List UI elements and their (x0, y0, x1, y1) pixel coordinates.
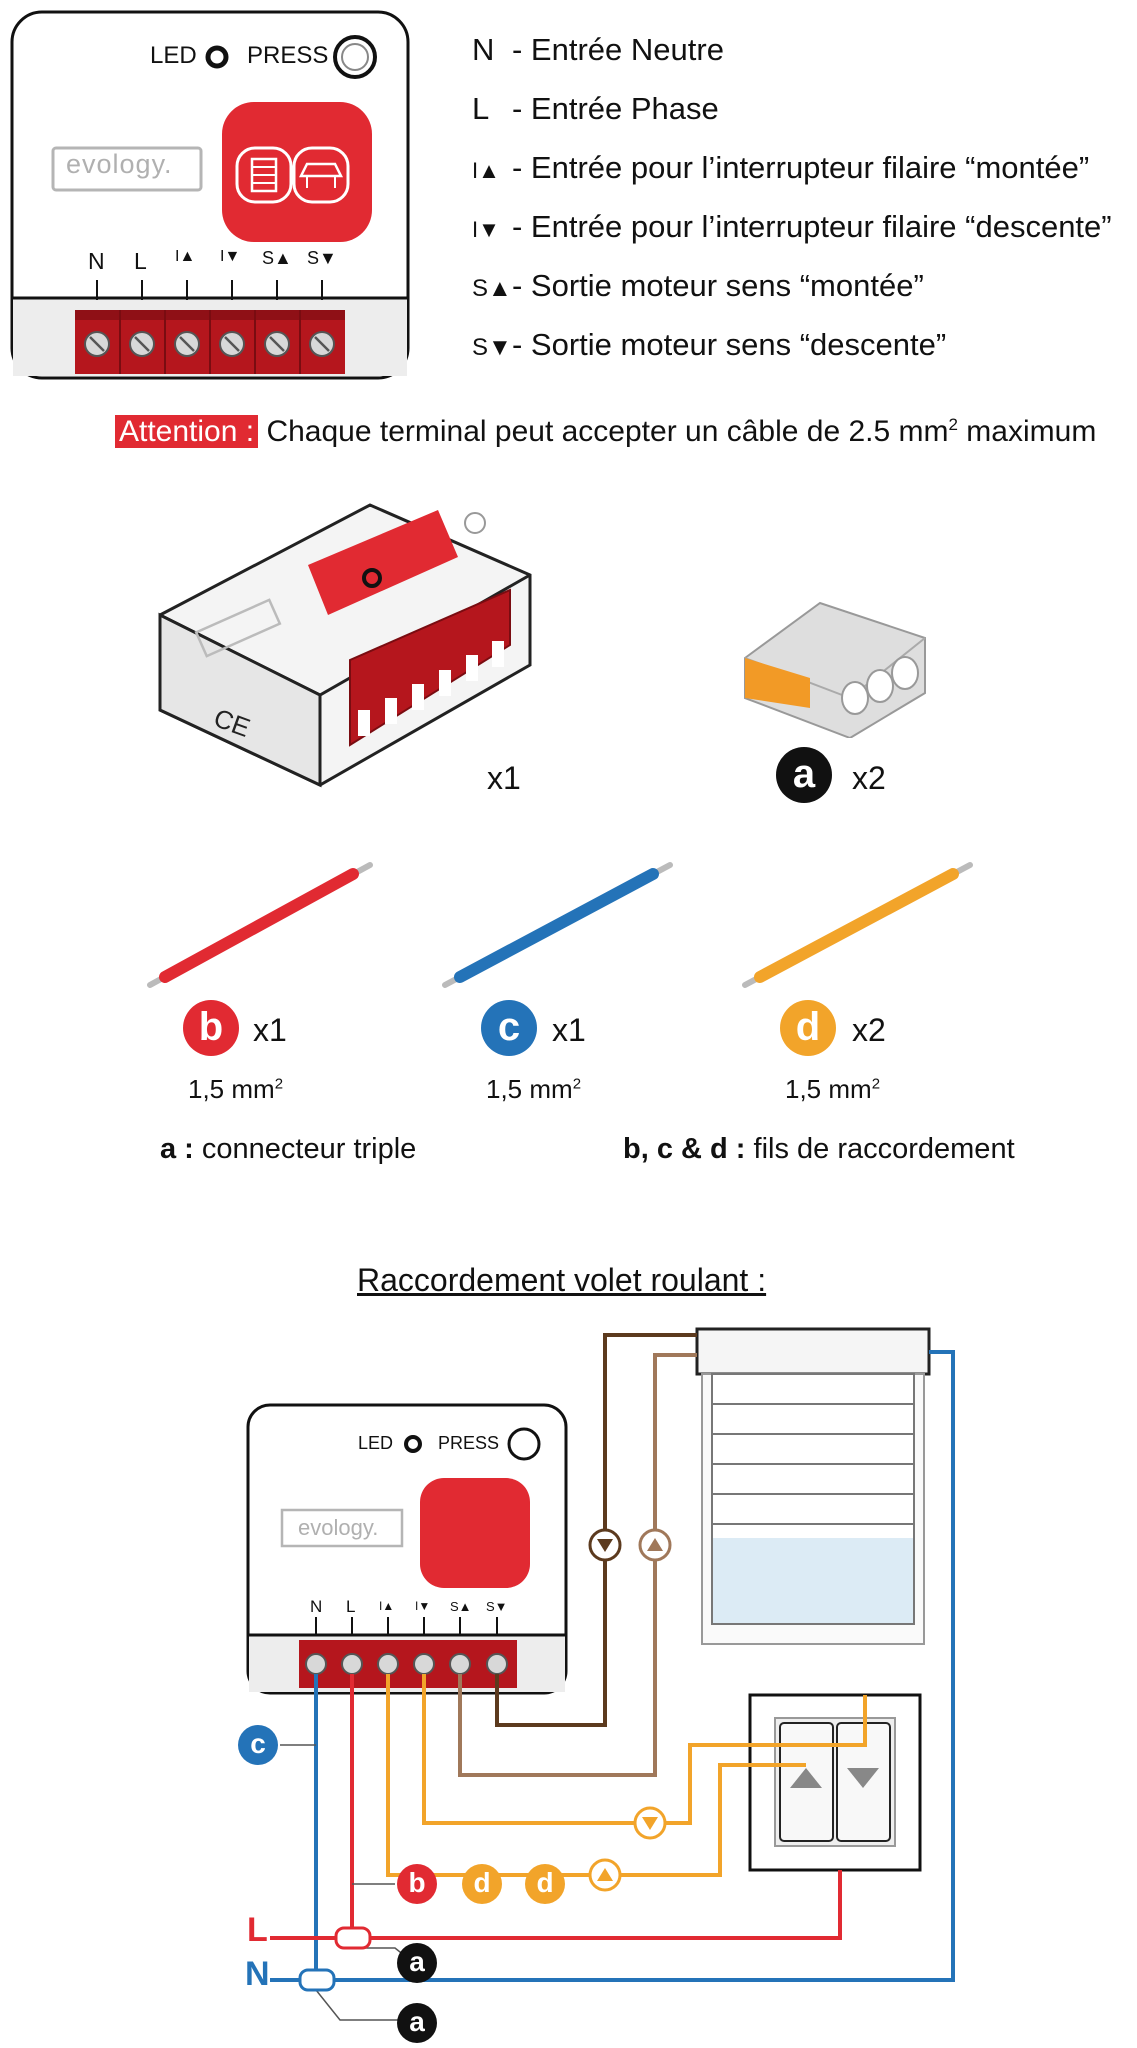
diagram-press-label: PRESS (438, 1433, 500, 1453)
label-c-wire: c (238, 1725, 278, 1765)
switch-down-arrow-icon (642, 1817, 658, 1830)
caption-a: a : connecteur triple (160, 1133, 417, 1165)
legend-row-motor-up: S▲- Sortie moteur sens “montée” (472, 268, 924, 304)
diagram-brand-text: evology. (298, 1515, 379, 1540)
label-b-wire: b (397, 1864, 437, 1904)
wire-c-section: 1,5 mm2 (486, 1074, 582, 1104)
terminal-label-n: N (88, 248, 105, 274)
wall-switch (748, 1693, 922, 1872)
neutral-input-label: N (245, 1955, 270, 1993)
roller-shutter (695, 1327, 931, 1645)
wires-illustration (147, 862, 973, 988)
diagram-terminal-s-down: S▼ (486, 1599, 508, 1614)
wire-d-quantity: x2 (852, 1012, 886, 1048)
module-quantity: x1 (487, 760, 521, 796)
switch-up-arrow-icon (597, 1868, 613, 1881)
attention-text: Chaque terminal peut accepter un câble d… (266, 415, 949, 448)
wire-d-section: 1,5 mm2 (785, 1074, 881, 1104)
wire-c-blue (442, 862, 673, 988)
diagram-terminal-s-up: S▲ (450, 1599, 472, 1614)
attention-text-end: maximum (957, 415, 1097, 448)
terminal-label-i-down: I▼ (220, 248, 241, 265)
legend-row-phase: L - Entrée Phase (472, 91, 719, 127)
diagram-led-label: LED (358, 1433, 394, 1453)
connector-quantity: x2 (852, 760, 886, 796)
red-badge (222, 102, 372, 242)
terminal-label-i-up: I▲ (175, 248, 196, 265)
wire-b-quantity: x1 (253, 1012, 287, 1048)
press-label: PRESS (247, 42, 329, 69)
switch-up-icon (790, 1768, 822, 1788)
label-c-badge: c (481, 1000, 537, 1056)
wiring-title: Raccordement volet roulant : (357, 1262, 767, 1298)
legend-row-switch-down: I▼ - Entrée pour l’interrupteur filaire “… (472, 209, 1112, 245)
terminal-label-l: L (134, 248, 147, 274)
label-a-badge: a (776, 747, 832, 803)
wire-neutral (314, 1350, 955, 1982)
legend-row-switch-up: I▲ - Entrée pour l’interrupteur filaire “… (472, 150, 1089, 186)
wire-c-quantity: x1 (552, 1012, 586, 1048)
diagram-terminal-n: N (310, 1597, 323, 1616)
wire-motor-down (495, 1333, 697, 1727)
led-indicator (205, 45, 229, 69)
phase-input-label: L (247, 1911, 268, 1949)
terminal-block (75, 310, 345, 374)
diagram-terminal-i-up: I▲ (379, 1599, 395, 1613)
connector-neutral (298, 1968, 336, 1992)
attention-superscript: 2 (948, 415, 958, 434)
module-3d-view: CE (158, 503, 532, 788)
legend-row-motor-down: S▼- Sortie moteur sens “descente” (472, 327, 946, 363)
switch-down-icon (847, 1768, 879, 1788)
wire-b-section: 1,5 mm2 (188, 1074, 284, 1104)
legend-text: - Entrée Neutre (512, 32, 724, 67)
terminal-label-s-up: S▲ (262, 248, 292, 268)
wire-switch-up (386, 1674, 806, 1877)
legend-text: - Sortie moteur sens “montée” (512, 268, 924, 303)
legend-text: - Entrée pour l’interrupteur filaire “de… (512, 209, 1112, 244)
wiring-diagram (246, 1327, 955, 2021)
module-front-view (10, 10, 410, 380)
connector-phase (334, 1926, 372, 1950)
label-d-wire-2: d (525, 1864, 565, 1904)
module-in-diagram (246, 1403, 568, 1695)
legend-symbol: S▼ (472, 334, 512, 361)
brand-logo (51, 146, 203, 192)
legend-text: - Entrée pour l’interrupteur filaire “mo… (512, 150, 1090, 185)
led-label: LED (150, 42, 197, 69)
wire-switch-down (422, 1674, 867, 1825)
motor-down-arrow-icon (597, 1539, 613, 1552)
legend-text: - Entrée Phase (512, 91, 719, 126)
attention-note: Attention : Chaque terminal peut accepte… (115, 415, 1096, 449)
caption-bcd: b, c & d : fils de raccordement (623, 1133, 1015, 1165)
label-a-neutral: a (397, 2003, 437, 2043)
diagram-terminal-i-down: I▼ (415, 1599, 431, 1613)
brand-text: evology. (66, 149, 173, 179)
wire-b-red (147, 862, 373, 988)
wire-motor-up (458, 1353, 697, 1777)
legend-symbol: I▲ (472, 158, 500, 183)
label-b-badge: b (183, 1000, 239, 1056)
legend-symbol: L (472, 91, 490, 126)
press-button[interactable] (333, 35, 377, 79)
wire-d-orange (742, 862, 973, 988)
label-d-badge: d (780, 1000, 836, 1056)
diagram-terminal-l: L (346, 1597, 356, 1616)
legend-row-neutral: N - Entrée Neutre (472, 32, 724, 68)
attention-label: Attention : (115, 415, 259, 448)
terminal-label-s-down: S▼ (307, 248, 337, 268)
legend-text: - Sortie moteur sens “descente” (512, 327, 947, 362)
label-a-phase: a (397, 1943, 437, 1983)
awning-icon (298, 162, 344, 178)
label-d-wire-1: d (462, 1864, 502, 1904)
triple-connector (744, 601, 926, 738)
legend-symbol: N (472, 32, 495, 67)
motor-up-arrow-icon (647, 1538, 663, 1551)
legend-symbol: I▼ (472, 217, 500, 242)
legend-symbol: S▲ (472, 275, 512, 302)
